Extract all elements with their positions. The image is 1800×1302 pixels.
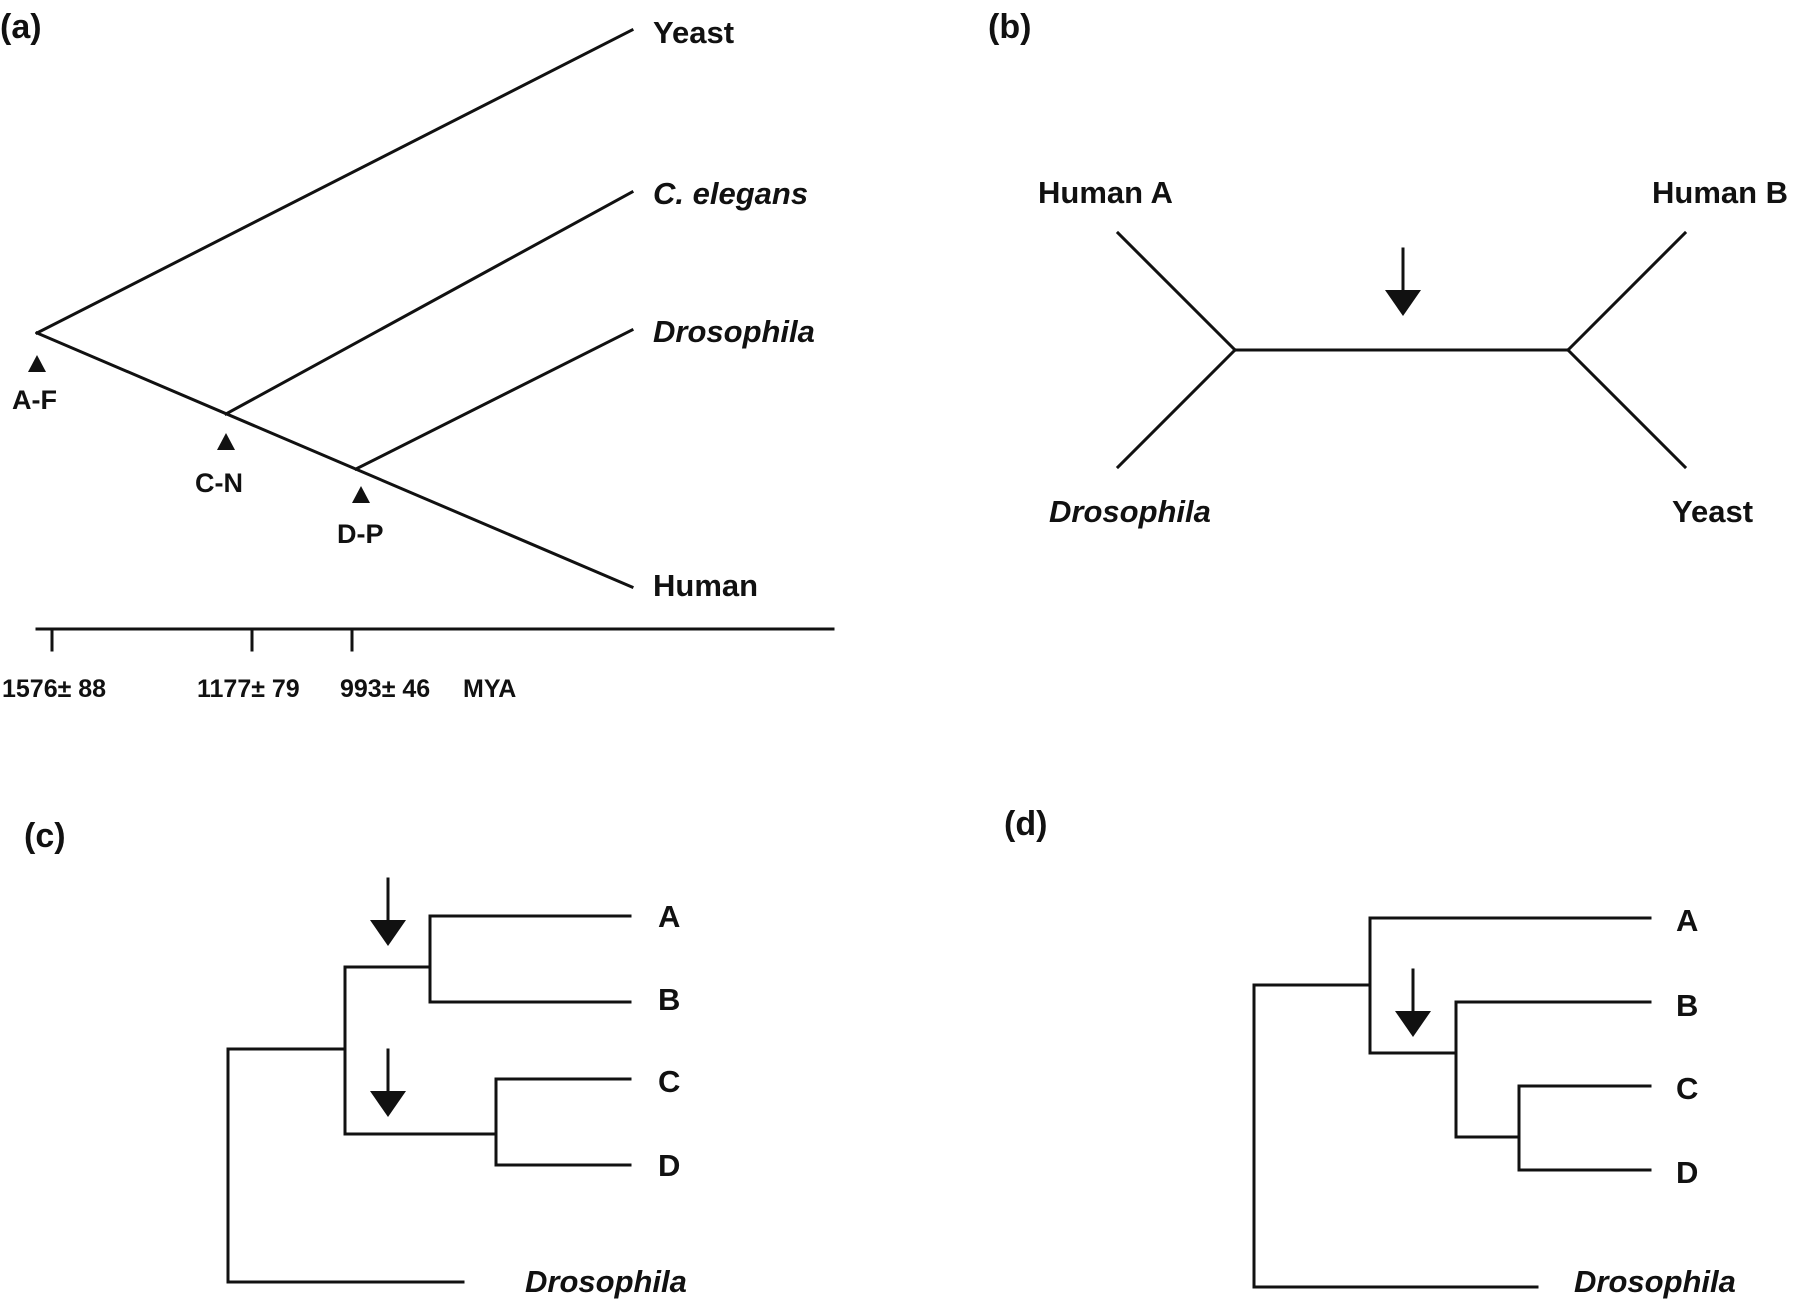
- arrow-down-icon: [1385, 247, 1421, 316]
- panel-b-label: (b): [988, 8, 1031, 46]
- taxon-d-c: C: [1676, 1071, 1698, 1106]
- taxon-yeast-b: Yeast: [1672, 494, 1753, 529]
- branch-main-stem: [35, 331, 634, 589]
- taxon-drosophila: Drosophila: [653, 314, 815, 349]
- taxon-d-d: D: [1676, 1155, 1698, 1190]
- node-label-cn: C-N: [195, 468, 243, 498]
- time-label-1576: 1576± 88: [2, 675, 106, 703]
- branch-c-elegans: [223, 189, 635, 417]
- arrow-down-icon: [370, 877, 406, 946]
- unrooted-branch-human-a: [1115, 230, 1238, 353]
- panel-c-tree: [226, 914, 632, 1284]
- node-triangle-cn: [217, 433, 235, 450]
- taxon-yeast: Yeast: [653, 15, 734, 50]
- time-label-1177: 1177± 79: [197, 675, 300, 703]
- panel-d-tree: [1252, 916, 1652, 1289]
- node-triangle-dp: [352, 486, 370, 503]
- unrooted-branch-drosophila: [1115, 347, 1238, 470]
- taxon-c-c: C: [658, 1064, 680, 1099]
- taxon-c-a: A: [658, 899, 680, 934]
- panel-d: (d) A B C D Drosophila: [1004, 805, 1736, 1299]
- branch-yeast: [34, 27, 635, 336]
- unrooted-branch-human-b: [1565, 230, 1688, 353]
- taxon-c-b: B: [658, 982, 680, 1017]
- taxon-c-drosophila: Drosophila: [525, 1264, 687, 1299]
- taxon-drosophila-b: Drosophila: [1049, 494, 1211, 529]
- taxon-c-d: D: [658, 1148, 680, 1183]
- taxon-human-a: Human A: [1038, 175, 1173, 210]
- arrow-down-icon: [370, 1048, 406, 1117]
- time-unit-label: MYA: [463, 675, 516, 703]
- panel-d-label: (d): [1004, 805, 1047, 843]
- taxon-c-elegans: C. elegans: [653, 176, 808, 211]
- taxon-d-a: A: [1676, 903, 1698, 938]
- panel-a-label: (a): [0, 8, 42, 46]
- panel-a-tree: [34, 27, 635, 589]
- time-label-993: 993± 46: [340, 675, 430, 703]
- node-triangle-af: [28, 355, 46, 372]
- time-axis: [35, 627, 835, 652]
- panel-c: (c) A B C D: [24, 817, 687, 1299]
- panel-b: (b) Human A Human B Drosophila Yeast: [988, 8, 1788, 529]
- panel-c-label: (c): [24, 817, 66, 855]
- node-label-af: A-F: [12, 385, 57, 415]
- branch-drosophila: [353, 327, 635, 472]
- taxon-d-b: B: [1676, 988, 1698, 1023]
- panel-b-tree: [1115, 230, 1688, 470]
- node-label-dp: D-P: [337, 519, 384, 549]
- arrow-down-icon: [1395, 968, 1431, 1037]
- panel-a: (a) Yeast C. elegans Drosophila Human A-…: [0, 8, 835, 703]
- unrooted-branch-yeast: [1565, 347, 1688, 470]
- taxon-d-drosophila: Drosophila: [1574, 1264, 1736, 1299]
- taxon-human: Human: [653, 568, 758, 603]
- taxon-human-b: Human B: [1652, 175, 1788, 210]
